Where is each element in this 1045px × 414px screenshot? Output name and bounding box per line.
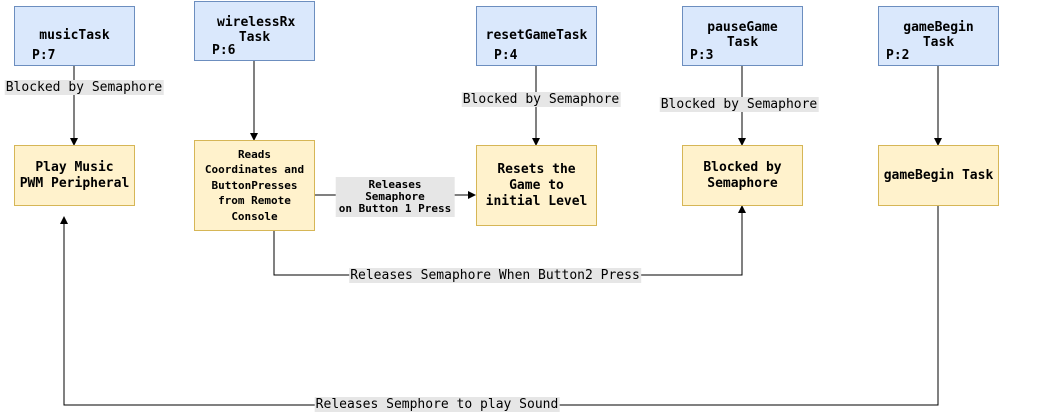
- edge-sound: [60, 206, 939, 406]
- action-reset-game: Resets the Game to initial Level: [476, 145, 597, 226]
- task-name: wirelessRx Task: [217, 15, 296, 45]
- edge-label-reset-blocked: Blocked by Semaphore: [461, 92, 621, 107]
- task-name: gameBegin Task: [903, 20, 974, 50]
- action-text: gameBegin Task: [883, 167, 994, 183]
- task-priority: P:3: [690, 48, 714, 63]
- edge-label-button1: Releases Semaphore on Button 1 Press: [335, 177, 455, 217]
- task-music: musicTask P:7: [14, 6, 135, 66]
- action-play-music: Play Music PWM Peripheral: [14, 145, 135, 206]
- action-read-remote: Reads Coordinates and ButtonPresses from…: [194, 140, 315, 231]
- edge-label-sound: Releases Semphore to play Sound: [314, 397, 560, 412]
- task-wirelessrx: wirelessRx Task P:6: [194, 1, 315, 61]
- action-text: Reads Coordinates and ButtonPresses from…: [204, 147, 305, 223]
- action-blocked: Blocked by Semaphore: [682, 145, 803, 206]
- task-priority: P:7: [32, 48, 56, 63]
- task-resetgame: resetGameTask P:4: [476, 6, 597, 66]
- task-priority: P:4: [494, 48, 518, 63]
- task-name: musicTask: [39, 28, 110, 43]
- action-text: Play Music PWM Peripheral: [19, 159, 130, 191]
- task-name: resetGameTask: [485, 28, 588, 43]
- edge-label-button2: Releases Semaphore When Button2 Press: [349, 268, 641, 283]
- task-name: pauseGame Task: [707, 20, 778, 50]
- edge-label-music-blocked: Blocked by Semaphore: [4, 80, 164, 95]
- edge-label-pause-blocked: Blocked by Semaphore: [659, 97, 819, 112]
- action-text: Blocked by Semaphore: [703, 159, 782, 191]
- action-gamebegin: gameBegin Task: [878, 145, 999, 206]
- action-text: Resets the Game to initial Level: [485, 161, 588, 209]
- task-priority: P:2: [886, 48, 910, 63]
- task-priority: P:6: [212, 43, 236, 58]
- task-gamebegin: gameBegin Task P:2: [878, 6, 999, 66]
- task-pausegame: pauseGame Task P:3: [682, 6, 803, 66]
